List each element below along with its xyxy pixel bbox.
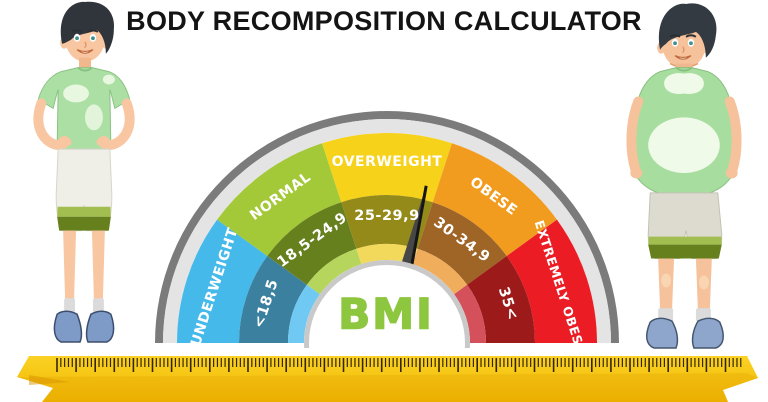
segment-overweight-outer-band: [322, 133, 452, 203]
hand: [58, 136, 72, 147]
segment-normal-outer-band: [217, 143, 342, 256]
overweight-man: [626, 3, 742, 349]
arm: [724, 96, 742, 175]
arm: [98, 98, 135, 150]
slim-person-illustration: [33, 1, 135, 343]
shorts-stripe-dark: [57, 216, 111, 231]
hand: [630, 167, 643, 179]
leg: [63, 230, 77, 301]
hair: [60, 1, 115, 54]
shorts-stripe-light: [648, 236, 722, 245]
belly-highlight: [648, 117, 720, 174]
segment-extremely-obese-outer-band: [506, 219, 597, 343]
arm: [33, 98, 70, 150]
knee: [661, 273, 672, 288]
segment-range-overweight: 25-29,9: [354, 208, 419, 224]
segment-overweight-inner-band: [356, 243, 418, 265]
collar: [675, 66, 693, 72]
eyebrow: [669, 34, 681, 38]
shoe: [691, 317, 724, 349]
neck: [79, 57, 91, 71]
shirt-highlight: [664, 73, 704, 94]
overweight-person-illustration: [626, 3, 742, 349]
shoe: [53, 310, 83, 343]
iris: [689, 41, 693, 46]
leg: [91, 230, 105, 301]
shorts-stripe-light: [57, 206, 111, 217]
page-title: BODY RECOMPOSITION CALCULATOR: [126, 6, 642, 36]
bmi-gauge: UNDERWEIGHT<18,5NORMAL18,5-24,9OVERWEIGH…: [155, 111, 619, 348]
gauge-center-hub: [304, 260, 470, 348]
segment-obese-range-band: [417, 202, 507, 285]
segment-obese-inner-band: [412, 248, 468, 295]
shirt-highlight: [102, 74, 115, 85]
eyebrow: [685, 34, 697, 38]
nose: [83, 41, 87, 49]
segment-normal-inner-band: [306, 248, 362, 295]
segment-overweight-range-band: [341, 194, 433, 249]
eyebrow: [87, 29, 99, 33]
hair: [658, 3, 717, 58]
ruler: [17, 356, 758, 402]
smile: [76, 49, 94, 54]
segment-underweight-outer-band: [177, 219, 268, 343]
segment-underweight-inner-band: [288, 284, 320, 343]
segment-extremely-obese-inner-band: [454, 284, 486, 343]
shoe: [645, 317, 679, 349]
arm: [626, 96, 644, 175]
hand: [96, 136, 110, 147]
segment-extremely-obese-range-band: [467, 256, 535, 343]
shoe: [85, 310, 115, 343]
iris: [673, 41, 677, 46]
knee: [698, 275, 709, 290]
segment-underweight-range-band: [239, 256, 307, 343]
nose: [681, 46, 685, 54]
shirt-highlight: [63, 84, 89, 103]
iris: [91, 36, 95, 41]
segment-normal-range-band: [267, 202, 357, 285]
segment-label-overweight: OVERWEIGHT: [332, 154, 443, 170]
hand: [725, 167, 738, 179]
eyebrow: [71, 29, 83, 33]
bmi-label: BMI: [338, 290, 433, 339]
sock: [92, 298, 104, 313]
smile: [674, 55, 692, 60]
shorts-stripe-dark: [648, 244, 722, 259]
slim-man: [33, 1, 135, 343]
collar: [77, 66, 93, 72]
ruler-ticks: [56, 358, 742, 372]
segment-obese-outer-band: [432, 143, 557, 256]
ruler-fold-shade: [17, 373, 758, 402]
ruler-fold-left: [29, 375, 70, 385]
iris: [75, 36, 79, 41]
shirt-highlight: [84, 104, 103, 131]
sock: [64, 298, 76, 313]
